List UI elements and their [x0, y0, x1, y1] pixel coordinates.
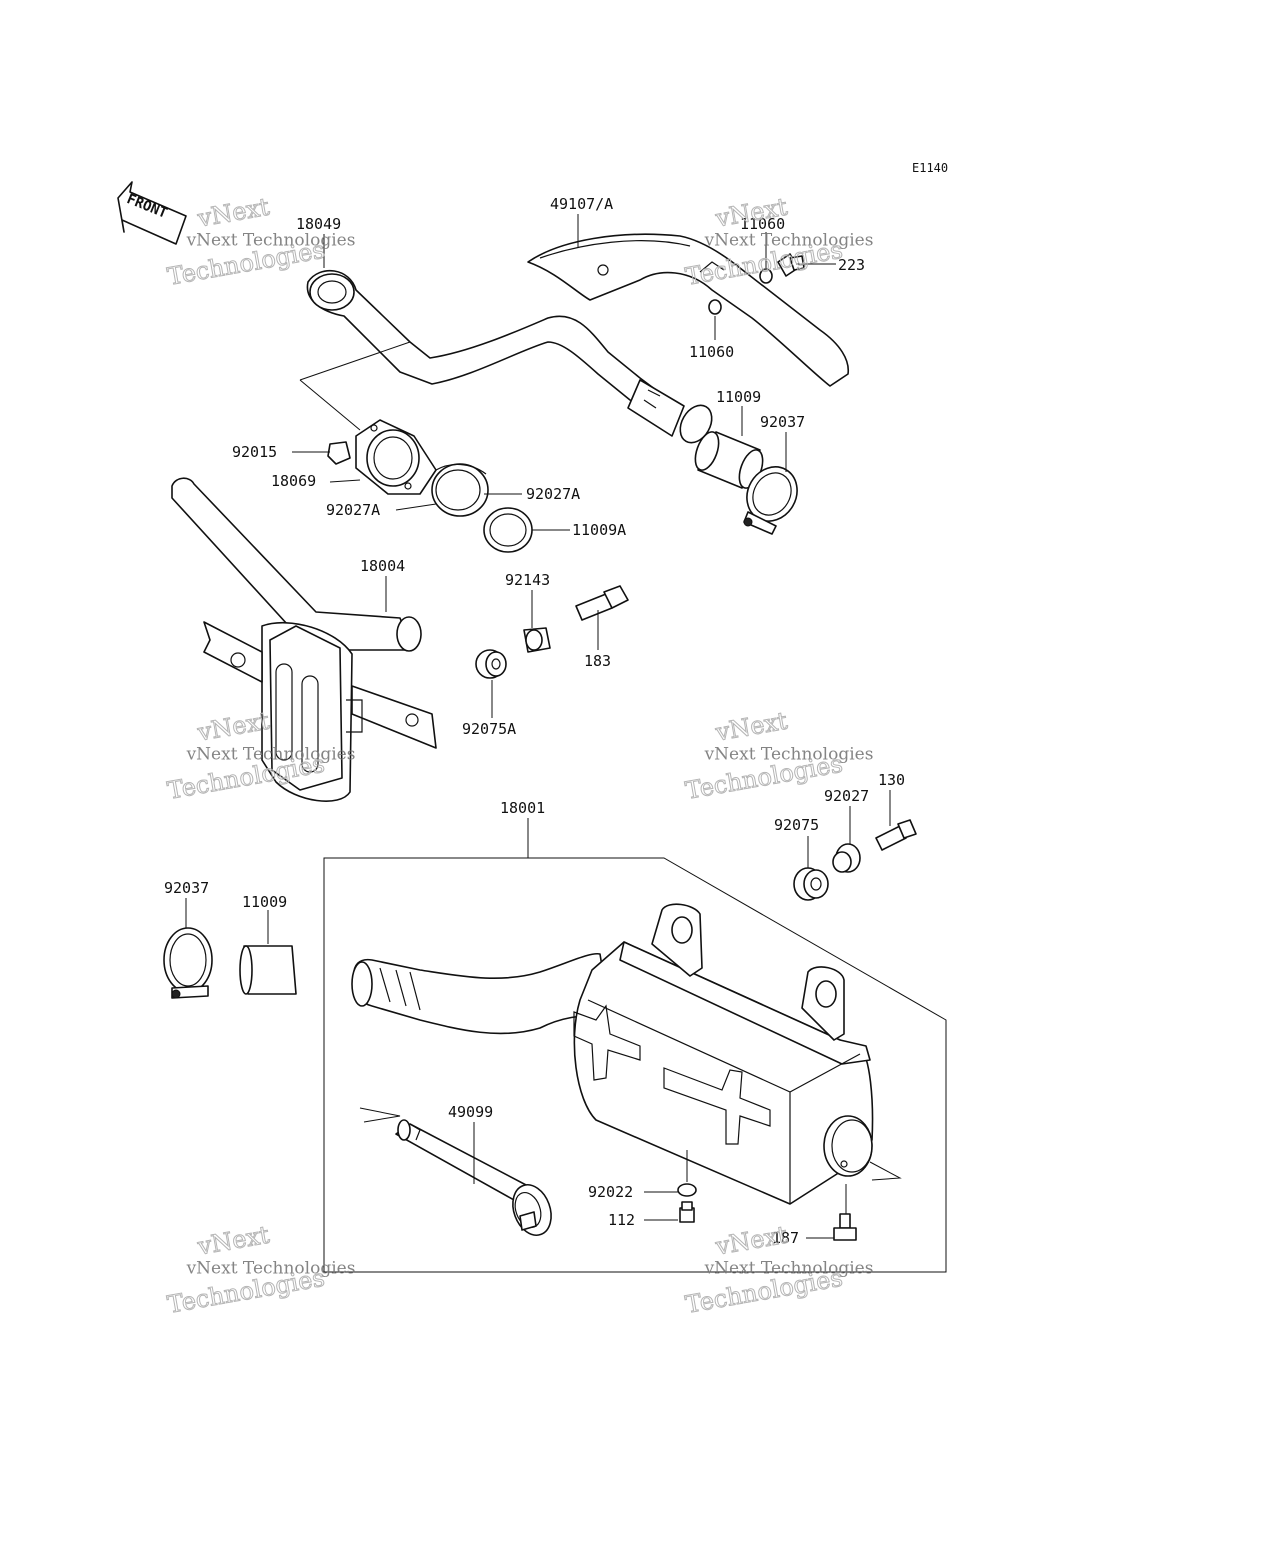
collar-92143: [523, 627, 551, 653]
leader-lines: [185, 214, 891, 1239]
gasket-11009-lower: [239, 945, 297, 995]
watermark-middle-left: vNext vNext Technologies Technologies: [165, 706, 356, 805]
diagram-code: E1140: [912, 161, 948, 175]
flange-gasket: [355, 419, 437, 495]
label-92143: 92143: [505, 571, 550, 589]
label-92037-lower: 92037: [164, 879, 209, 897]
svg-text:vNext: vNext: [195, 707, 272, 747]
label-11060-lower: 11060: [689, 343, 734, 361]
grommet-92075A: [475, 649, 507, 679]
label-92027: 92027: [824, 787, 869, 805]
collar-92027A: [431, 463, 489, 517]
clamp-92037-upper: [743, 466, 798, 535]
clamp-92037-lower: [163, 927, 213, 999]
label-183: 183: [584, 652, 611, 670]
muffler-assembly-18001: [323, 857, 947, 1273]
label-92015: 92015: [232, 443, 277, 461]
watermark-bottom-left: vNext vNext Technologies Technologies: [165, 1220, 356, 1319]
label-49099: 49099: [448, 1103, 493, 1121]
washer-11060-lower: [708, 299, 722, 315]
bolt-187: [833, 1213, 857, 1241]
svg-text:vNext Technologies: vNext Technologies: [186, 230, 356, 250]
svg-text:vNext Technologies: vNext Technologies: [186, 1258, 356, 1278]
label-11060-upper: 11060: [740, 215, 785, 233]
label-18049: 18049: [296, 215, 341, 233]
label-92075: 92075: [774, 816, 819, 834]
label-112: 112: [608, 1211, 635, 1229]
svg-text:vNext Technologies: vNext Technologies: [704, 1258, 874, 1278]
label-11009A: 11009A: [572, 521, 626, 539]
bolt-112: [679, 1201, 695, 1223]
label-11009-lower: 11009: [242, 893, 287, 911]
svg-text:vNext: vNext: [713, 1221, 790, 1261]
gasket-11009A: [483, 507, 533, 553]
label-223: 223: [838, 256, 865, 274]
washer-92022: [677, 1183, 697, 1197]
label-92027A-right: 92027A: [526, 485, 580, 503]
watermark-top-right: vNext vNext Technologies Technologies: [683, 192, 874, 291]
label-18001: 18001: [500, 799, 545, 817]
label-92022: 92022: [588, 1183, 633, 1201]
svg-text:vNext Technologies: vNext Technologies: [704, 230, 874, 250]
nut-92015: [327, 441, 351, 465]
label-18069: 18069: [271, 472, 316, 490]
svg-text:vNext Technologies: vNext Technologies: [186, 744, 356, 764]
spark-arrester-49099: [395, 1119, 552, 1236]
label-18004: 18004: [360, 557, 405, 575]
svg-text:vNext: vNext: [713, 707, 790, 747]
silencer-18004: [171, 477, 437, 802]
grommet-92075: [793, 867, 829, 901]
svg-text:vNext Technologies: vNext Technologies: [704, 744, 874, 764]
label-92075A: 92075A: [462, 720, 516, 738]
exhaust-header-pipe: [306, 269, 713, 444]
svg-text:vNext: vNext: [195, 1221, 272, 1261]
washer-11060-upper: [759, 268, 773, 284]
label-92027A-left: 92027A: [326, 501, 380, 519]
svg-text:vNext: vNext: [195, 193, 272, 233]
label-187: 187: [772, 1229, 799, 1247]
label-11009-upper: 11009: [716, 388, 761, 406]
bolt-130: [875, 819, 917, 851]
label-92037-upper: 92037: [760, 413, 805, 431]
bolt-183: [575, 585, 629, 621]
front-arrow-icon: FRONT: [117, 181, 187, 245]
bolt-223: [777, 253, 805, 277]
collar-92027: [832, 843, 861, 873]
part-labels: 18049 49107/A 11060 223 11060 11009 9203…: [164, 195, 905, 1247]
label-49107: 49107/A: [550, 195, 613, 213]
label-130: 130: [878, 771, 905, 789]
heat-guard: [527, 233, 849, 387]
